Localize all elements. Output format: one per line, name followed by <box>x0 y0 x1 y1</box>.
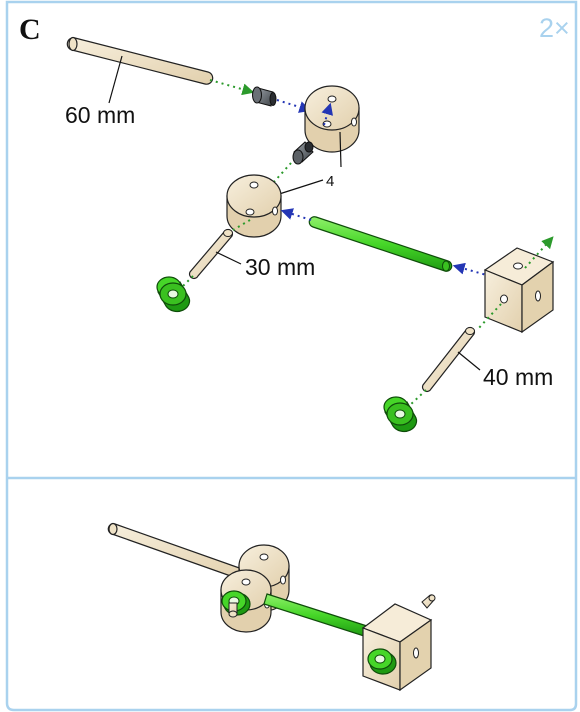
assembled-block <box>361 594 436 692</box>
metal-bushing-middle <box>292 141 314 165</box>
quantity-badge: 2× <box>539 13 570 43</box>
assembly-instruction-panel: C 2× 60 mm <box>5 0 580 712</box>
green-ring-right <box>383 396 418 433</box>
leader-60mm <box>108 55 123 104</box>
axle-60mm <box>66 36 214 85</box>
metal-bushing-top <box>252 86 277 107</box>
axle-40mm <box>421 326 476 393</box>
label-axle-30mm: 30 mm <box>245 254 315 280</box>
guide-bushing-to-lower-hub <box>272 162 292 184</box>
label-axle-60mm: 60 mm <box>65 102 135 128</box>
green-rod <box>308 216 453 272</box>
guide-block-to-rod <box>452 262 491 277</box>
guide-axle-to-bushing <box>209 79 255 96</box>
label-hub-count: 4 <box>326 173 334 190</box>
instruction-drawing: C 2× 60 mm <box>5 0 578 712</box>
guide-axle-40-to-ring <box>408 389 427 407</box>
assembled-green-rod <box>263 593 372 637</box>
assembled-ring-right <box>367 648 397 675</box>
wooden-hub-top <box>304 85 360 153</box>
green-ring-left <box>156 276 191 313</box>
assembled-view <box>107 522 436 692</box>
guide-bushing-to-hub <box>276 99 312 113</box>
axle-30mm <box>188 228 234 280</box>
exploded-view: 60 mm 4 <box>65 36 555 433</box>
panel-frame <box>5 0 578 712</box>
wooden-hub-bottom <box>226 174 282 238</box>
guide-block-up <box>524 236 554 269</box>
guide-rod-to-hub <box>280 208 312 221</box>
step-letter: C <box>19 13 41 46</box>
leader-40mm <box>457 351 481 371</box>
wooden-block <box>483 247 555 334</box>
assembled-ring-left <box>221 590 251 618</box>
leader-30mm <box>215 251 242 265</box>
assembled-axle-60mm <box>107 523 250 581</box>
label-axle-40mm: 40 mm <box>483 364 553 390</box>
leader-hub-top <box>339 131 342 168</box>
